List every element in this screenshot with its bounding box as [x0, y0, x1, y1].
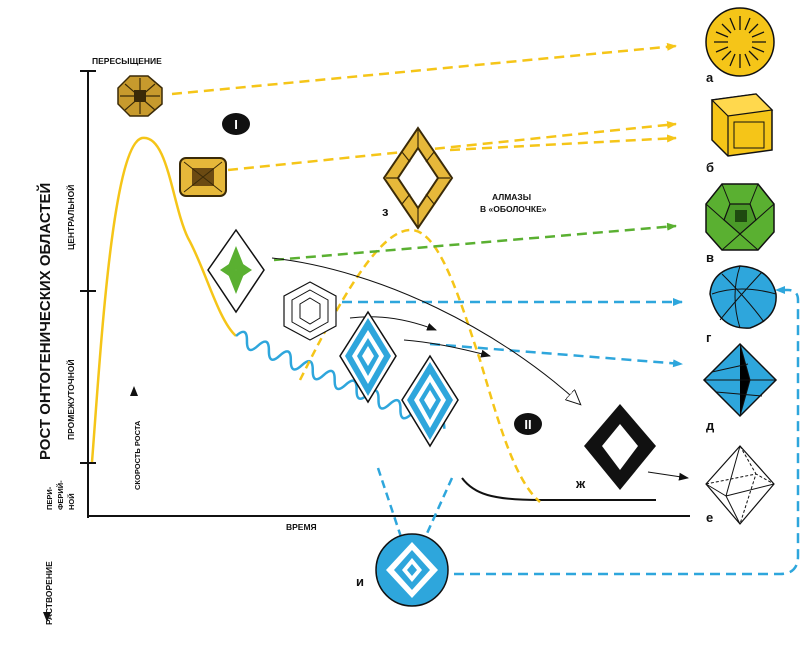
letter-e: е	[706, 510, 713, 525]
crystal-section-nucleus	[117, 75, 163, 117]
growth-speed-arrow-icon	[130, 386, 138, 396]
label-zone-intermediate: ПРОМЕЖУТОЧНОЙ	[65, 359, 76, 440]
crystal-section-square	[179, 157, 227, 197]
arrow-to-b-2	[449, 134, 677, 152]
yellow-growth-curve	[90, 136, 237, 463]
letter-i: и	[356, 574, 364, 589]
label-zone-peripheral-1: ПЕРИ-	[45, 486, 54, 510]
blue-dashed-down	[376, 467, 404, 541]
crystal-d-octahedron	[702, 342, 778, 418]
letter-b: б	[706, 160, 714, 175]
crystal-e-octahedron	[705, 445, 775, 525]
crystal-section-blue-2	[401, 354, 459, 448]
letter-v: в	[706, 250, 714, 265]
crystal-section-blue-1	[339, 310, 397, 404]
label-zone-central: ЦЕНТРАЛЬНОЙ	[65, 185, 76, 250]
svg-text:I: I	[234, 117, 238, 132]
arrow-to-d	[429, 342, 683, 368]
label-zone-peripheral-2: ФЕРИЙ-	[56, 480, 65, 510]
label-y-main: РОСТ ОНТОГЕНИЧЕСКИХ ОБЛАСТЕЙ	[36, 183, 54, 460]
letter-z: з	[382, 204, 389, 219]
label-diamonds-1: АЛМАЗЫ	[492, 192, 531, 202]
label-time: ВРЕМЯ	[286, 522, 317, 532]
label-supersaturation: ПЕРЕСЫЩЕНИЕ	[92, 56, 162, 66]
crystal-section-round-i	[375, 533, 449, 607]
svg-text:II: II	[524, 417, 531, 432]
badge-roman-1: I	[222, 113, 250, 135]
label-growth-speed: СКОРОСТЬ РОСТА	[133, 420, 142, 490]
letter-g: г	[706, 330, 712, 345]
label-diamonds-2: В «ОБОЛОЧКЕ»	[480, 204, 547, 214]
crystal-section-hexagon	[283, 281, 337, 341]
letter-zh: ж	[575, 476, 586, 491]
yellow-dashed-curve	[298, 228, 541, 503]
crystal-section-shell-z	[382, 126, 454, 230]
blue-dashed-down-2	[422, 477, 454, 541]
label-dissolution: РАСТВОРЕНИЕ	[44, 561, 54, 625]
arrow-curve-1	[271, 257, 580, 404]
letter-a: а	[706, 70, 714, 85]
arrow-to-a	[171, 42, 677, 96]
dissolution-arrow-icon	[43, 612, 51, 622]
crystal-v-cubooctahedron	[705, 183, 775, 251]
crystal-b-cube	[710, 93, 774, 157]
arrow-i-to-g	[454, 286, 800, 576]
badge-roman-2: II	[514, 413, 542, 435]
letter-d: д	[706, 418, 715, 433]
axes	[80, 70, 690, 518]
crystal-g-rounded	[709, 265, 777, 329]
arrow-curve-3	[403, 339, 491, 358]
arrow-to-b-1	[227, 120, 677, 172]
crystal-section-green-cross	[207, 228, 265, 314]
arrow-to-v	[273, 222, 677, 262]
crystal-a-fibrous	[705, 7, 775, 77]
blue-wavy-curve	[235, 330, 446, 430]
arrow-zh-to-e	[647, 471, 689, 481]
crystal-section-black-zh	[584, 404, 656, 490]
arrow-curve-2	[349, 316, 437, 331]
label-zone-peripheral-3: НОЙ	[67, 493, 76, 510]
